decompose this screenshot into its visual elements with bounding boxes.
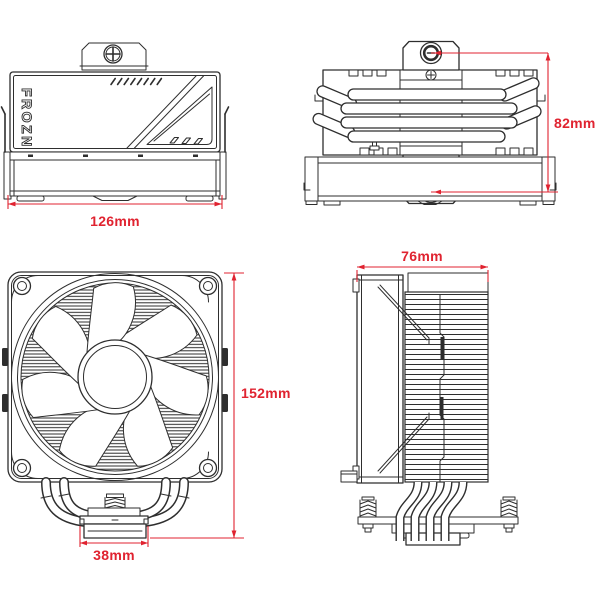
brand-logo-text: FROZN — [19, 88, 35, 149]
vent-slashes — [110, 77, 163, 86]
fan-frame-edge — [3, 151, 227, 202]
fan-clip-wires — [0, 106, 230, 153]
top-plate: FROZN — [9, 71, 221, 153]
depth-dimension-label: 82mm — [554, 115, 596, 131]
heat-pipes-side — [395, 481, 468, 541]
height-dimension-label: 152mm — [241, 385, 291, 401]
top-mount-tab — [402, 40, 460, 71]
dimension-height: 152mm — [150, 272, 291, 539]
view-front-fan: 152mm 38mm — [2, 271, 291, 563]
spring-screw-right — [500, 496, 518, 533]
fan-clip-wires — [377, 284, 430, 474]
base-width-dimension-label: 38mm — [93, 547, 135, 563]
fan-hub — [77, 339, 153, 415]
fin-stack — [404, 272, 489, 483]
heat-pipes-top — [312, 77, 542, 143]
dimension-width: 126mm — [7, 195, 223, 229]
width-dimension-label: 126mm — [90, 213, 140, 229]
dimension-depth: 82mm — [431, 50, 596, 195]
body-depth-dimension-label: 76mm — [401, 248, 443, 264]
spring-screw-center — [104, 493, 126, 509]
corner-screws — [12, 276, 218, 478]
spring-screw-left — [359, 496, 377, 533]
fan-frame-edge — [303, 156, 557, 206]
diagonal-stripe-design — [126, 75, 213, 149]
view-side-finstack: 76mm — [340, 248, 519, 546]
dimension-body-depth: 76mm — [356, 248, 489, 282]
side-fan — [340, 274, 404, 484]
view-top-fan-shroud: FROZN — [0, 42, 230, 229]
base-assembly — [79, 507, 149, 539]
view-top-heatpipes: 82mm — [303, 40, 596, 206]
mounting-bar — [357, 516, 519, 546]
mounting-tab — [79, 42, 149, 71]
dimension-base-width: 38mm — [79, 526, 149, 563]
